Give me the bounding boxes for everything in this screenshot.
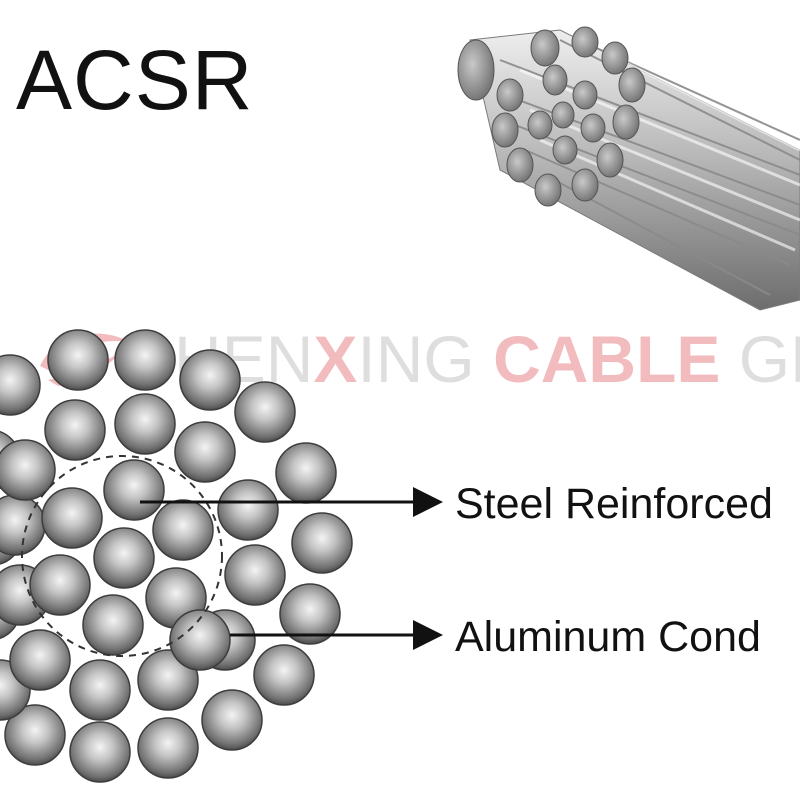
steel-strand: [82, 594, 144, 656]
steel-strand: [93, 527, 155, 589]
aluminum-strand: [4, 704, 66, 766]
aluminum-strand: [179, 349, 241, 411]
aluminum-strand: [217, 479, 279, 541]
aluminum-strand: [291, 512, 353, 574]
aluminum-strand: [9, 629, 71, 691]
steel-strand: [103, 459, 165, 521]
pointer-arrows: [140, 487, 443, 650]
strand-group: [0, 329, 353, 783]
aluminum-strand: [0, 354, 41, 416]
aluminum-strand: [279, 583, 341, 645]
cable-end-strands: [457, 26, 646, 207]
aluminum-strand: [0, 494, 46, 556]
aluminum-strand: [174, 421, 236, 483]
aluminum-strand: [201, 689, 263, 751]
aluminum-strand: [275, 442, 337, 504]
aluminum-strand: [224, 544, 286, 606]
steel-core-boundary: [21, 455, 223, 657]
diagram-title: ACSR: [16, 33, 254, 127]
aluminum-strand: [114, 393, 176, 455]
aluminum-strand: [44, 399, 106, 461]
aluminum-strand: [114, 329, 176, 391]
aluminum-strand: [253, 644, 315, 706]
aluminum-strand: [137, 717, 199, 779]
steel-strand: [152, 499, 214, 561]
steel-reinforced-label: Steel Reinforced: [455, 480, 773, 528]
aluminum-conductor-label: Aluminum Cond: [455, 613, 761, 661]
aluminum-strand: [47, 329, 109, 391]
aluminum-strand: [0, 439, 56, 501]
aluminum-strand: [69, 659, 131, 721]
steel-strand: [41, 487, 103, 549]
steel-strand: [169, 609, 231, 671]
aluminum-strand: [234, 381, 296, 443]
cable-body: [469, 29, 800, 311]
steel-strand: [29, 554, 91, 616]
aluminum-strand: [69, 721, 131, 783]
